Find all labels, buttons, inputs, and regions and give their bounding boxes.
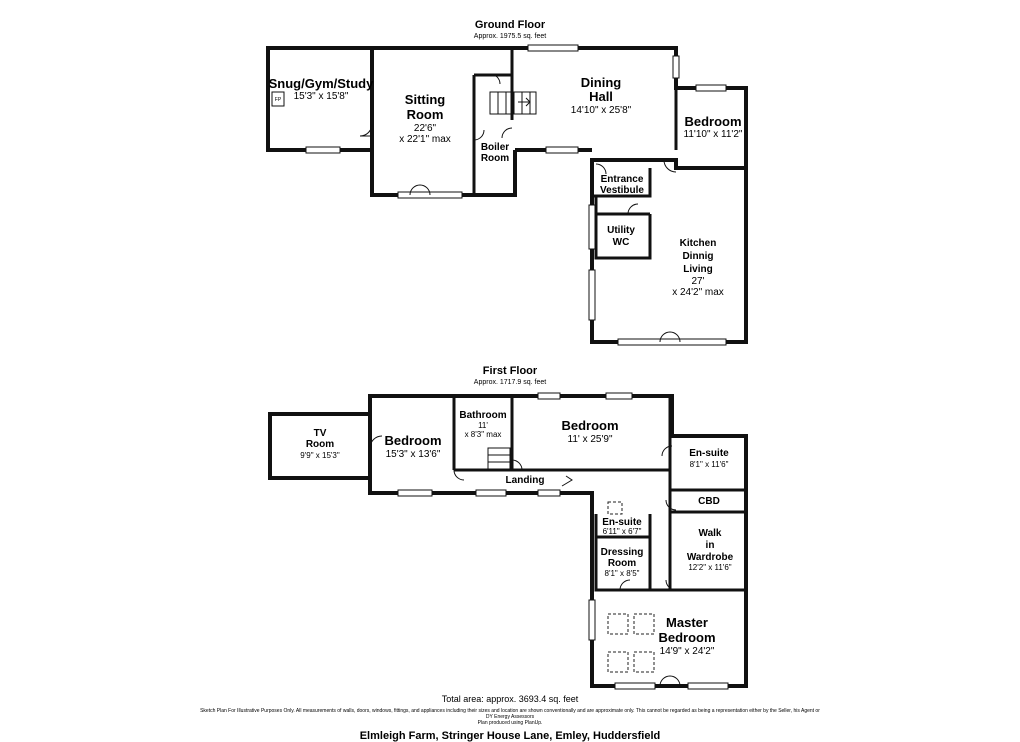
total-area: Total area: approx. 3693.4 sq. feet [442, 694, 579, 704]
first-floor-title: First Floor [483, 365, 538, 377]
first-floor-windows [397, 392, 729, 690]
master-name-2: Bedroom [658, 630, 715, 645]
snug-dim: 15'3" x 15'8" [294, 91, 349, 102]
fireplace-label: FP [275, 97, 282, 103]
bedroom-ff-left-dim: 15'3" x 13'6" [386, 449, 441, 460]
dressing-name-2: Room [608, 558, 636, 569]
bedroom-ff-mid-name: Bedroom [561, 418, 618, 433]
ensuite-small-dim: 6'11" x 6'7" [603, 527, 642, 536]
bathroom-dim-2: x 8'3" max [465, 430, 502, 439]
tv-name-1: TV [314, 428, 327, 439]
sitting-name-2: Room [407, 107, 444, 122]
snug-name: Snug/Gym/Study [269, 76, 375, 91]
wardrobe-name-2: in [706, 540, 715, 551]
dining-dim: 14'10" x 25'8" [571, 105, 632, 116]
ground-floor-area: Approx. 1975.5 sq. feet [474, 33, 546, 40]
disclaimer-line-1: Sketch Plan For Illustrative Purposes On… [200, 708, 820, 714]
sitting-dim-1: 22'6" [414, 123, 437, 134]
utility-name-2: WC [613, 237, 630, 248]
sitting-name-1: Sitting [405, 92, 445, 107]
cbd-name: CBD [698, 496, 720, 507]
disclaimer-line-2: DY Energy Assessors [486, 714, 535, 720]
kitchen-name-1: Kitchen [680, 238, 717, 249]
dressing-name-1: Dressing [601, 547, 644, 558]
boiler-name-1: Boiler [481, 142, 509, 153]
bedroom-ff-left-name: Bedroom [384, 433, 441, 448]
master-name-1: Master [666, 615, 708, 630]
tv-name-2: Room [306, 439, 334, 450]
kitchen-name-2: Dinnig [682, 251, 713, 262]
fireplace-icon [271, 91, 285, 107]
first-floor: First Floor Approx. 1717.9 sq. feet [268, 365, 748, 690]
skylights [607, 501, 655, 673]
bathroom-dim-1: 11' [478, 421, 488, 430]
vestibule-name-1: Entrance [601, 174, 644, 185]
tv-dim: 9'9" x 15'3" [300, 451, 340, 460]
wardrobe-name-1: Walk [699, 528, 722, 539]
utility-name-1: Utility [607, 225, 635, 236]
boiler-name-2: Room [481, 153, 509, 164]
bedroom-gf-name: Bedroom [684, 114, 741, 129]
first-floor-doors [369, 435, 681, 687]
sitting-dim-2: x 22'1" max [399, 134, 451, 145]
disclaimer-line-3: Plan produced using PlanUp. [478, 720, 543, 726]
vestibule-name-2: Vestibule [600, 185, 644, 196]
bathroom-name: Bathroom [459, 410, 506, 421]
dining-name-1: Dining [581, 75, 621, 90]
ground-floor: Ground Floor Approx. 1975.5 sq. feet [266, 19, 748, 346]
bedroom-gf-dim: 11'10" x 11'2" [684, 129, 743, 140]
ensuite-right-name: En-suite [689, 448, 729, 459]
kitchen-dim-1: 27' [691, 276, 704, 287]
landing-name: Landing [506, 475, 545, 486]
bedroom-ff-mid-dim: 11' x 25'9" [568, 434, 613, 445]
kitchen-dim-2: x 24'2" max [672, 287, 724, 298]
kitchen-name-3: Living [683, 264, 712, 275]
first-floor-area: Approx. 1717.9 sq. feet [474, 379, 546, 386]
master-dim: 14'9" x 24'2" [660, 646, 715, 657]
dressing-dim: 8'1" x 8'5" [605, 569, 640, 578]
ensuite-small-name: En-suite [602, 517, 642, 528]
property-address: Elmleigh Farm, Stringer House Lane, Emle… [360, 730, 661, 742]
ensuite-right-dim: 8'1" x 11'6" [690, 460, 729, 469]
ground-floor-title: Ground Floor [475, 19, 546, 31]
first-floor-walls [268, 394, 748, 688]
wardrobe-name-3: Wardrobe [687, 552, 734, 563]
wardrobe-dim: 12'2" x 11'6" [688, 563, 731, 572]
ground-floor-doors [359, 73, 681, 343]
plan-footer: Total area: approx. 3693.4 sq. feet Sket… [200, 694, 820, 742]
dining-name-2: Hall [589, 89, 613, 104]
